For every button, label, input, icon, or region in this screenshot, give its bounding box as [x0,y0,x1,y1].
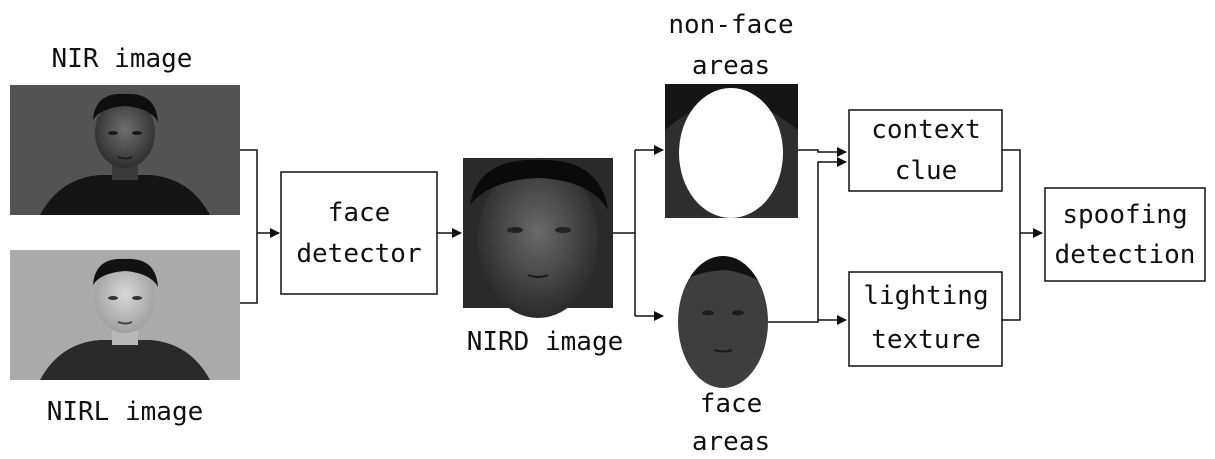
lighting-texture-box: lighting texture [848,271,1003,367]
feature-connectors [768,147,847,325]
context-clue-line2: clue [895,156,958,186]
non-face-areas-label-line1: non-face [668,10,793,40]
context-clue-box: context clue [848,109,1003,192]
face-detector-line2: detector [296,239,421,269]
nird-image-label: NIRD image [467,327,624,357]
non-face-areas-label-line2: areas [692,51,770,81]
nir-image-label: NIR image [52,44,193,74]
nir-image [10,85,240,215]
face-areas-image [678,256,768,388]
spoofing-detection-line1: spoofing [1062,200,1187,230]
face-areas-label-line2: areas [692,427,770,457]
face-areas-label-line1: face [700,389,763,419]
nirl-image [10,250,240,380]
nird-split-connector [613,145,664,321]
nirl-image-label: NIRL image [47,397,204,427]
output-merge-connector [1002,149,1043,321]
non-face-areas-image [665,84,798,218]
face-detector-box: face detector [280,171,438,295]
input-merge-connector [240,149,280,304]
context-clue-line1: context [871,115,981,145]
lighting-texture-line2: texture [871,325,981,355]
lighting-texture-line1: lighting [863,281,988,311]
nird-image [463,158,613,318]
spoofing-detection-line2: detection [1055,240,1196,270]
face-detector-line1: face [328,198,391,228]
spoofing-detection-box: spoofing detection [1044,187,1206,282]
